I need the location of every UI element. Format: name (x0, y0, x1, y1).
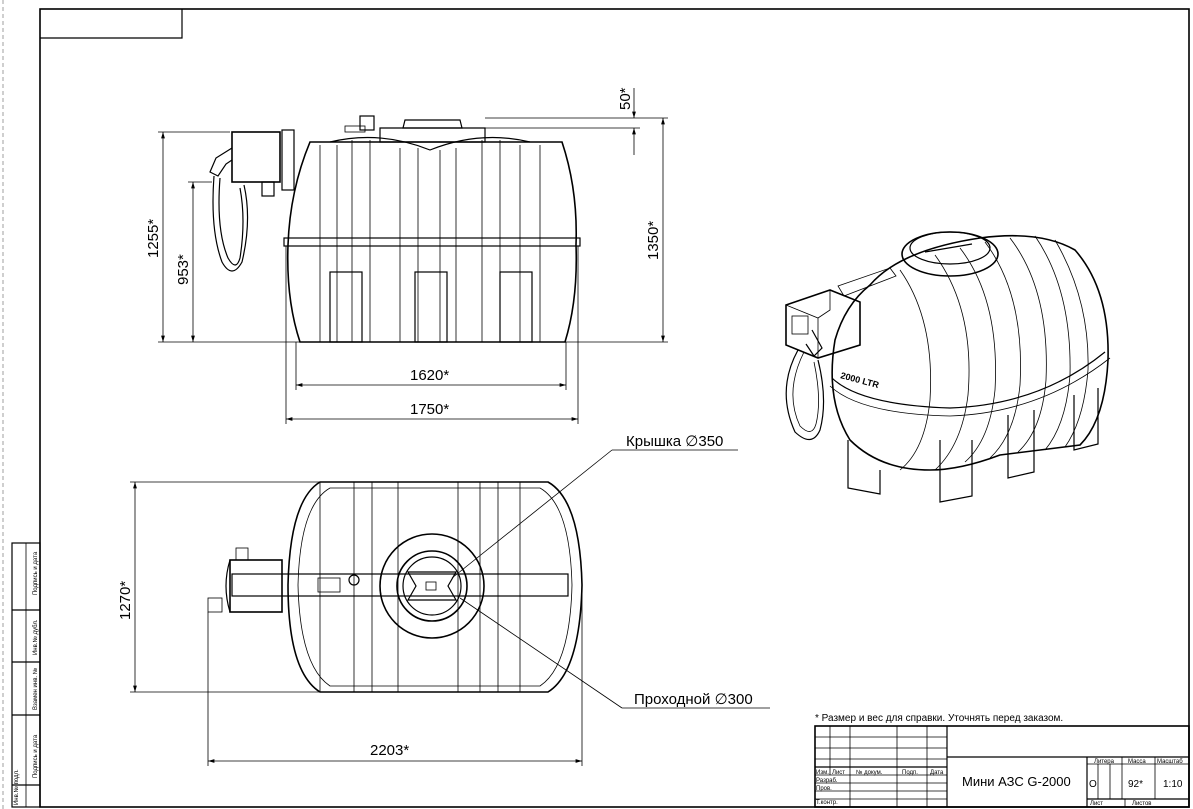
tb-header-podp: Подп. (902, 770, 918, 776)
tb-sheet-label: Лист (1090, 801, 1103, 807)
tb-mass-label: Масса (1128, 759, 1146, 765)
tb-sheets-label: Листов (1132, 801, 1152, 807)
title-block: Изм. Лист № докум. Подп. Дата Разраб. Пр… (814, 725, 1190, 808)
dim-1255: 1255* (145, 219, 162, 258)
dim-953: 953* (175, 254, 192, 285)
callout-manhole: Проходной ∅300 (634, 691, 753, 708)
stamp-text-1: Подпись и дата (33, 551, 39, 595)
tb-litera-label: Литера (1094, 759, 1115, 765)
stamp-text-3: Взамен инв. № (32, 668, 39, 710)
tb-header-data: Дата (930, 770, 944, 776)
dim-1620: 1620* (410, 367, 449, 384)
tb-role-razrab: Разраб. (816, 778, 838, 784)
dim-2203: 2203* (370, 742, 409, 759)
tb-title: Мини АЗС G-2000 (962, 774, 1071, 789)
isometric-view: 2000 LTR (785, 231, 1111, 503)
reference-note: * Размер и вес для справки. Уточнять пер… (815, 713, 1063, 724)
tb-header-dokum: № докум. (856, 769, 883, 776)
stamp-text-5: Инв.№ подл. (13, 769, 20, 805)
tb-scale-label: Масштаб (1157, 759, 1183, 765)
front-view (209, 115, 581, 343)
top-view (207, 481, 583, 693)
tb-litera-value: О (1089, 779, 1097, 790)
tb-mass-value: 92* (1128, 779, 1143, 790)
side-stamp: Подпись и дата Инв.№ дубл. Взамен инв. №… (11, 542, 41, 808)
tb-role-tkontr: Т.контр. (816, 800, 838, 806)
dim-1350: 1350* (645, 221, 662, 260)
dim-50: 50* (617, 87, 634, 110)
top-dimensions: 1270* 2203* (117, 481, 583, 766)
callout-lid: Крышка ∅350 (626, 433, 723, 450)
stamp-text-2: Инв.№ дубл. (32, 619, 39, 655)
stamp-text-4: Подпись и дата (33, 734, 39, 778)
tb-role-prov: Пров. (816, 786, 832, 792)
front-dimensions: 1255* 953* 1350* 50* 1620* 1750* (145, 87, 668, 424)
dim-1270: 1270* (117, 581, 134, 620)
dim-1750: 1750* (410, 401, 449, 418)
tb-scale-value: 1:10 (1163, 779, 1183, 790)
callouts: Крышка ∅350 Проходной ∅300 (451, 433, 770, 709)
tb-header-izm: Изм. (816, 770, 829, 776)
tb-header-list: Лист (832, 770, 845, 776)
